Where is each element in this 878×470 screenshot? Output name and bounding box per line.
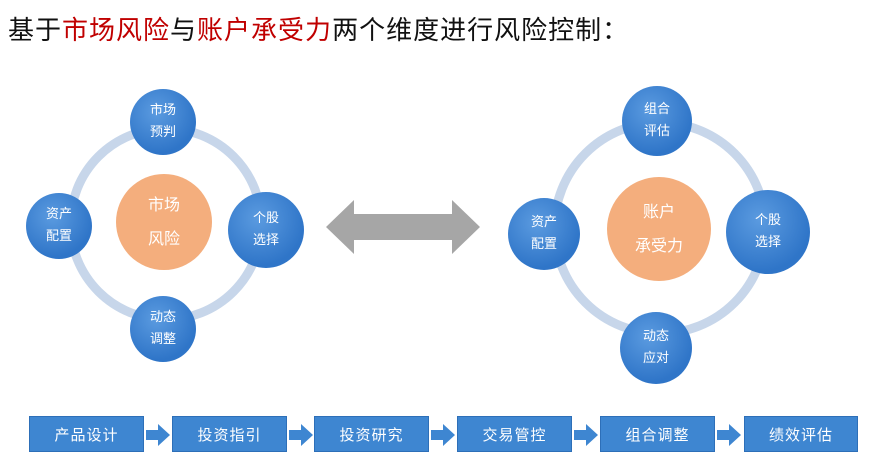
- right-node-bottom-line1: 动态: [642, 329, 669, 344]
- page-title: 基于市场风险与账户承受力两个维度进行风险控制：: [8, 10, 629, 47]
- left-node-left-line2: 配置: [45, 229, 72, 244]
- left-node-bottom: 动态 调整: [130, 296, 196, 362]
- right-node-right-line2: 选择: [754, 235, 781, 250]
- right-node-left-line2: 配置: [530, 237, 557, 252]
- left-node-left-line1: 资产: [45, 207, 72, 222]
- title-part1: 基于: [8, 16, 63, 46]
- left-node-bottom-line2: 调整: [149, 332, 176, 347]
- right-node-right-line1: 个股: [754, 213, 781, 228]
- right-node-top-line2: 评估: [643, 124, 670, 139]
- right-node-top-line1: 组合: [643, 102, 670, 117]
- arrow-right-icon: [146, 424, 170, 446]
- right-node-left: 资产 配置: [508, 198, 580, 270]
- right-node-bottom-line2: 应对: [642, 351, 669, 366]
- left-node-top-line2: 预判: [149, 125, 176, 140]
- title-account-capacity: 账户承受力: [197, 16, 333, 46]
- process-step-5: 组合调整: [600, 416, 715, 452]
- title-market-risk: 市场风险: [62, 16, 171, 46]
- process-step-3: 投资研究: [314, 416, 429, 452]
- title-part3: 两个维度进行风险控制：: [332, 16, 630, 46]
- right-center-line1: 账户: [642, 202, 675, 221]
- right-node-left-line1: 资产: [530, 215, 557, 230]
- arrow-right-icon: [431, 424, 455, 446]
- arrow-right-icon: [574, 424, 598, 446]
- title-part2: 与: [170, 16, 198, 46]
- process-step-1: 产品设计: [29, 416, 144, 452]
- left-node-right-line2: 选择: [252, 233, 279, 248]
- arrow-right-icon: [717, 424, 741, 446]
- left-node-right: 个股 选择: [228, 192, 304, 268]
- right-node-top: 组合 评估: [622, 86, 692, 156]
- right-center-account-capacity: 账户 承受力: [607, 177, 711, 281]
- process-step-4: 交易管控: [457, 416, 572, 452]
- left-node-top: 市场 预判: [130, 89, 196, 155]
- left-node-left: 资产 配置: [26, 193, 92, 259]
- left-node-bottom-line1: 动态: [149, 310, 176, 325]
- right-node-bottom: 动态 应对: [620, 312, 692, 384]
- right-center-line2: 承受力: [634, 236, 683, 255]
- arrow-right-icon: [289, 424, 313, 446]
- process-step-2: 投资指引: [172, 416, 287, 452]
- right-node-right: 个股 选择: [726, 190, 810, 274]
- process-step-6: 绩效评估: [744, 416, 858, 452]
- left-center-market-risk: 市场 风险: [116, 174, 212, 270]
- left-center-line1: 市场: [147, 195, 180, 214]
- double-arrow-icon: [326, 200, 480, 254]
- left-center-line2: 风险: [147, 229, 180, 248]
- left-node-top-line1: 市场: [149, 103, 176, 118]
- left-node-right-line1: 个股: [252, 211, 279, 226]
